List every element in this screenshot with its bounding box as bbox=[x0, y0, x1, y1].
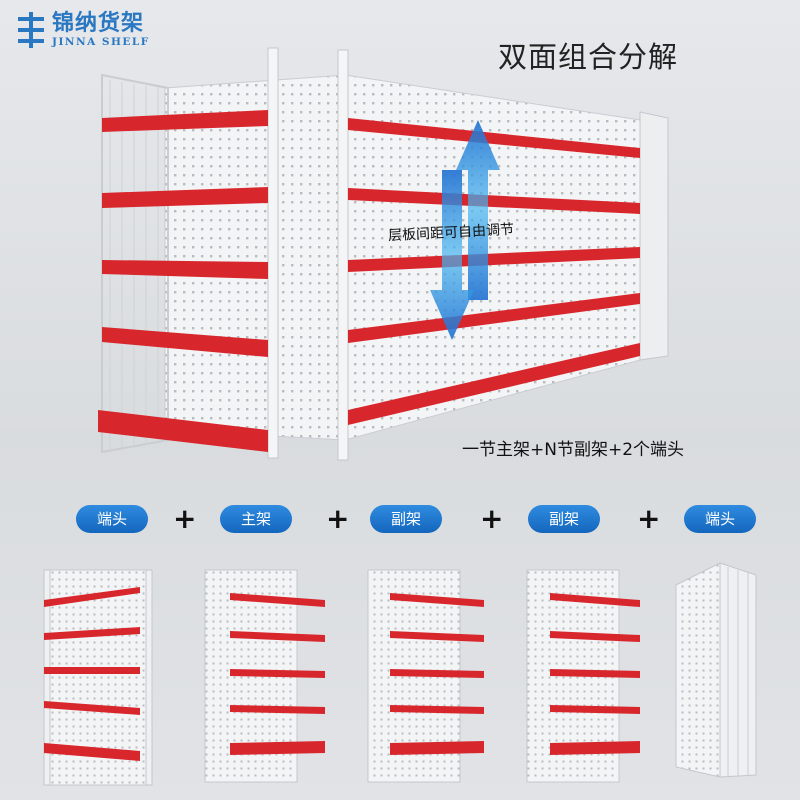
sub-frame-2-illustration bbox=[526, 569, 640, 783]
arrow-up-icon bbox=[456, 120, 500, 300]
plus-sign: + bbox=[173, 502, 197, 535]
arrow-down-icon bbox=[430, 170, 474, 340]
component-label-sub-frame-1: 副架 bbox=[370, 505, 442, 533]
component-illustrations bbox=[43, 562, 757, 786]
component-label-end-cap-right: 端头 bbox=[684, 505, 756, 533]
component-label-sub-frame-2: 副架 bbox=[528, 505, 600, 533]
assembly-caption: 一节主架+N节副架+2个端头 bbox=[462, 440, 685, 460]
page-title: 双面组合分解 bbox=[498, 40, 679, 74]
brand-name-en: JINNA SHELF bbox=[52, 36, 150, 48]
component-label-main-frame: 主架 bbox=[220, 505, 292, 533]
brand-logo: 锦纳货架 JINNA SHELF bbox=[16, 12, 150, 48]
hero-shelf-illustration bbox=[98, 47, 669, 461]
main-frame-illustration bbox=[204, 569, 325, 783]
plus-sign: + bbox=[637, 502, 661, 535]
end-cap-left-illustration bbox=[43, 569, 153, 786]
component-label-end-cap-left: 端头 bbox=[76, 505, 148, 533]
brand-name-cn: 锦纳货架 bbox=[52, 11, 145, 36]
left-shelves bbox=[98, 110, 268, 452]
shelf-logo-icon bbox=[18, 12, 44, 48]
sub-frame-1-illustration bbox=[367, 569, 484, 783]
plus-sign: + bbox=[326, 502, 350, 535]
component-legend: 端头 + 主架 + 副架 + 副架 + 端头 bbox=[0, 505, 800, 535]
plus-sign: + bbox=[480, 502, 504, 535]
end-cap-right-illustration bbox=[675, 562, 757, 778]
right-shelves bbox=[348, 118, 640, 425]
